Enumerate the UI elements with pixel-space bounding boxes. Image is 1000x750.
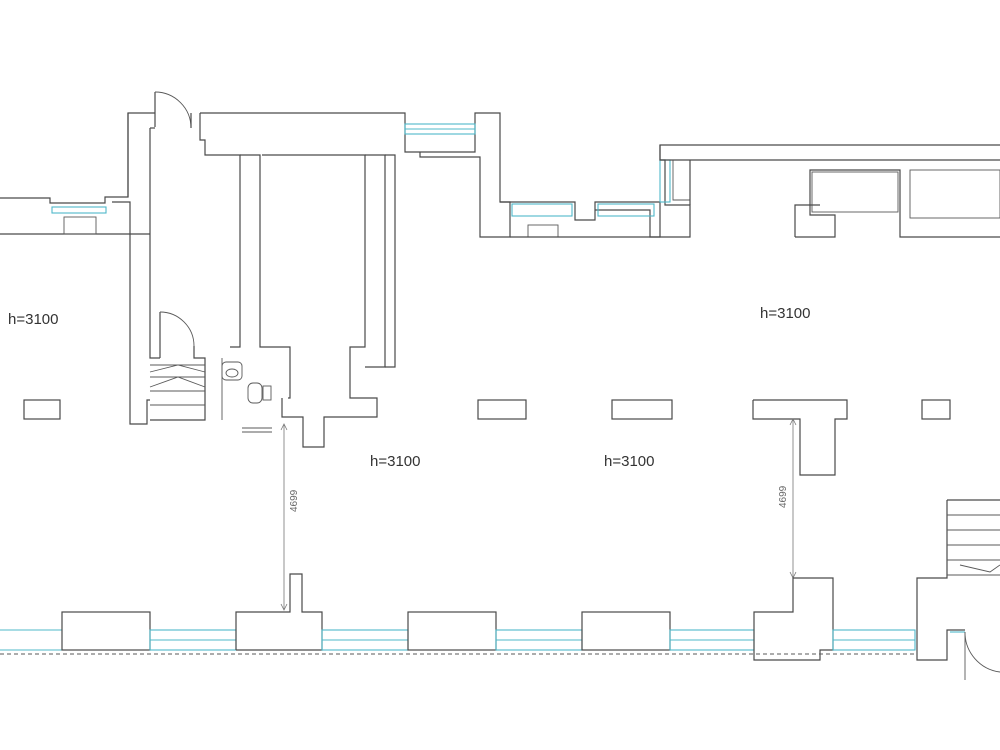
height-label-left: h=3100 — [8, 311, 58, 328]
left-room — [129, 233, 150, 425]
dimension-line-1: 4699 — [280, 423, 300, 611]
corridor-door-top — [154, 91, 192, 129]
bathroom — [149, 311, 272, 433]
dimension-label-2: 4699 — [778, 485, 789, 508]
corridor-walls — [127, 112, 511, 359]
height-label-center-right: h=3100 — [604, 453, 654, 470]
dimension-line-2: 4699 — [778, 418, 797, 579]
top-left-room — [0, 112, 155, 235]
height-label-center: h=3100 — [370, 453, 420, 470]
bottom-facade — [0, 573, 916, 661]
columns — [23, 399, 951, 476]
height-labels: h=3100 h=3100 h=3100 h=3100 — [8, 305, 810, 470]
stair-bottom-right — [916, 499, 1000, 680]
height-label-upper-right: h=3100 — [760, 305, 810, 322]
upper-right-walls — [500, 144, 1000, 238]
top-window-1 — [404, 123, 476, 135]
closet-1 — [240, 154, 396, 448]
dimension-label-1: 4699 — [289, 489, 300, 512]
